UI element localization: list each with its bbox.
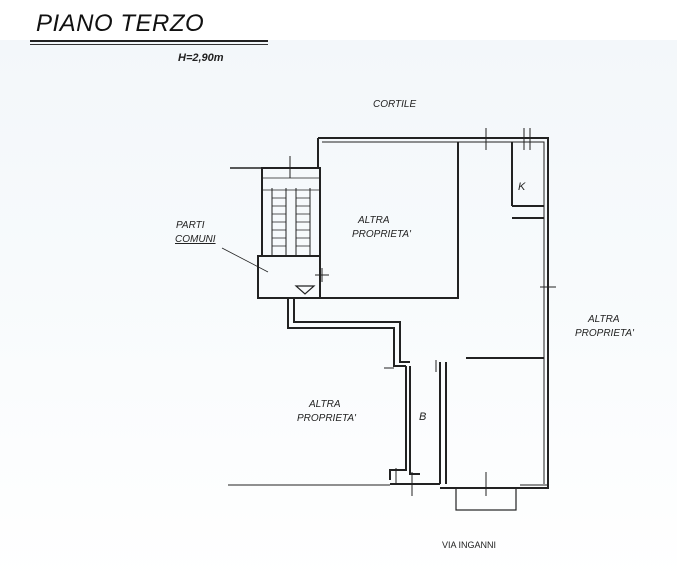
title-underline-second bbox=[30, 44, 268, 45]
other-property-left-line1: ALTRA bbox=[309, 399, 341, 410]
other-property-right-line2: PROPRIETA' bbox=[575, 328, 634, 339]
other-property-right-line1: ALTRA bbox=[588, 314, 620, 325]
leader-line bbox=[221, 247, 269, 273]
other-property-top-line1: ALTRA bbox=[358, 215, 390, 226]
other-property-top-line2: PROPRIETA' bbox=[352, 229, 411, 240]
street-label: VIA INGANNI bbox=[442, 540, 497, 550]
floor-title: PIANO TERZO bbox=[36, 10, 205, 37]
crosshair-mark bbox=[315, 268, 329, 282]
common-parts-label-line1: PARTI bbox=[176, 220, 205, 231]
unit-walls bbox=[230, 137, 549, 489]
stair-treads bbox=[262, 177, 320, 247]
ceiling-height-label: H=2,90m bbox=[178, 52, 224, 64]
common-parts-label-line2: COMUNI bbox=[175, 234, 216, 245]
entry-arrow-icon bbox=[294, 285, 316, 295]
kitchen-label: K bbox=[518, 181, 526, 193]
paper-background bbox=[0, 40, 677, 583]
window-marks bbox=[289, 128, 556, 496]
bath-label: B bbox=[419, 411, 427, 423]
title-underline bbox=[30, 40, 268, 42]
other-property-left-line2: PROPRIETA' bbox=[297, 413, 356, 424]
courtyard-label: CORTILE bbox=[373, 99, 417, 110]
